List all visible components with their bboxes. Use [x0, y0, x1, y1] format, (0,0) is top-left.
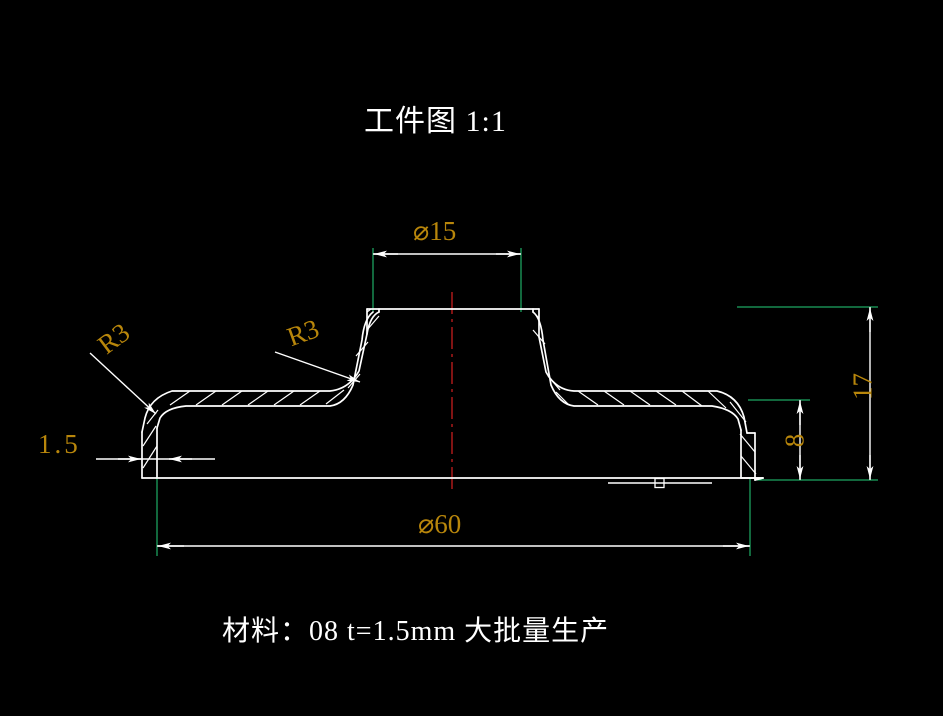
right-flange-corner	[754, 477, 764, 481]
left-upper-surface	[141, 311, 380, 433]
hatch-line	[707, 390, 727, 409]
drawing-footer-note: 材料：08 t=1.5mm 大批量生产	[222, 616, 610, 647]
leader-line-r3-left	[89, 352, 157, 415]
hatch-line	[247, 390, 269, 406]
hatch-line	[142, 445, 158, 469]
leader-r3-left	[89, 352, 157, 415]
dimension-lines	[89, 250, 874, 550]
hatch-line	[629, 390, 651, 406]
leader-r3-inner	[274, 351, 361, 383]
hatch-line	[325, 389, 345, 405]
grip-square[interactable]	[654, 477, 665, 489]
hatch-line	[195, 390, 217, 406]
hatch-line	[577, 390, 599, 406]
hatch-line	[555, 391, 569, 405]
extension-lines	[156, 248, 878, 556]
hatch-line	[547, 375, 561, 391]
hatch-line	[355, 341, 369, 357]
section-hatching	[142, 308, 757, 475]
hatch-line	[366, 315, 380, 331]
hatch-line	[533, 312, 540, 319]
hatch-line	[739, 433, 756, 453]
hatch-line	[221, 390, 243, 406]
dim-label-total-height: 17	[847, 373, 878, 400]
hatch-line	[729, 401, 747, 423]
hatch-line	[299, 390, 321, 406]
right-lower-surface	[532, 311, 742, 431]
hatch-line	[142, 425, 157, 447]
hatch-line	[532, 329, 546, 345]
drawing-title: 工件图 1:1	[364, 105, 507, 138]
dim-label-bore-diameter: ⌀15	[413, 216, 457, 246]
hatch-line	[655, 390, 677, 406]
hatch-line	[603, 390, 625, 406]
right-upper-surface	[538, 336, 748, 434]
leader-line-r3-inner	[274, 351, 361, 383]
dim-label-step-height: 8	[779, 433, 810, 448]
hatch-line	[146, 409, 159, 425]
hatch-line	[681, 390, 703, 407]
dim-label-outer-diameter: ⌀60	[418, 509, 462, 539]
selected-entity-grip[interactable]	[608, 477, 712, 489]
hatch-line	[740, 455, 757, 475]
dim-label-flange-thickness: 1.5	[38, 429, 81, 459]
left-lower-surface	[156, 311, 374, 429]
hatch-line	[273, 390, 295, 406]
hatch-line	[366, 308, 372, 313]
hatch-line	[169, 390, 191, 406]
